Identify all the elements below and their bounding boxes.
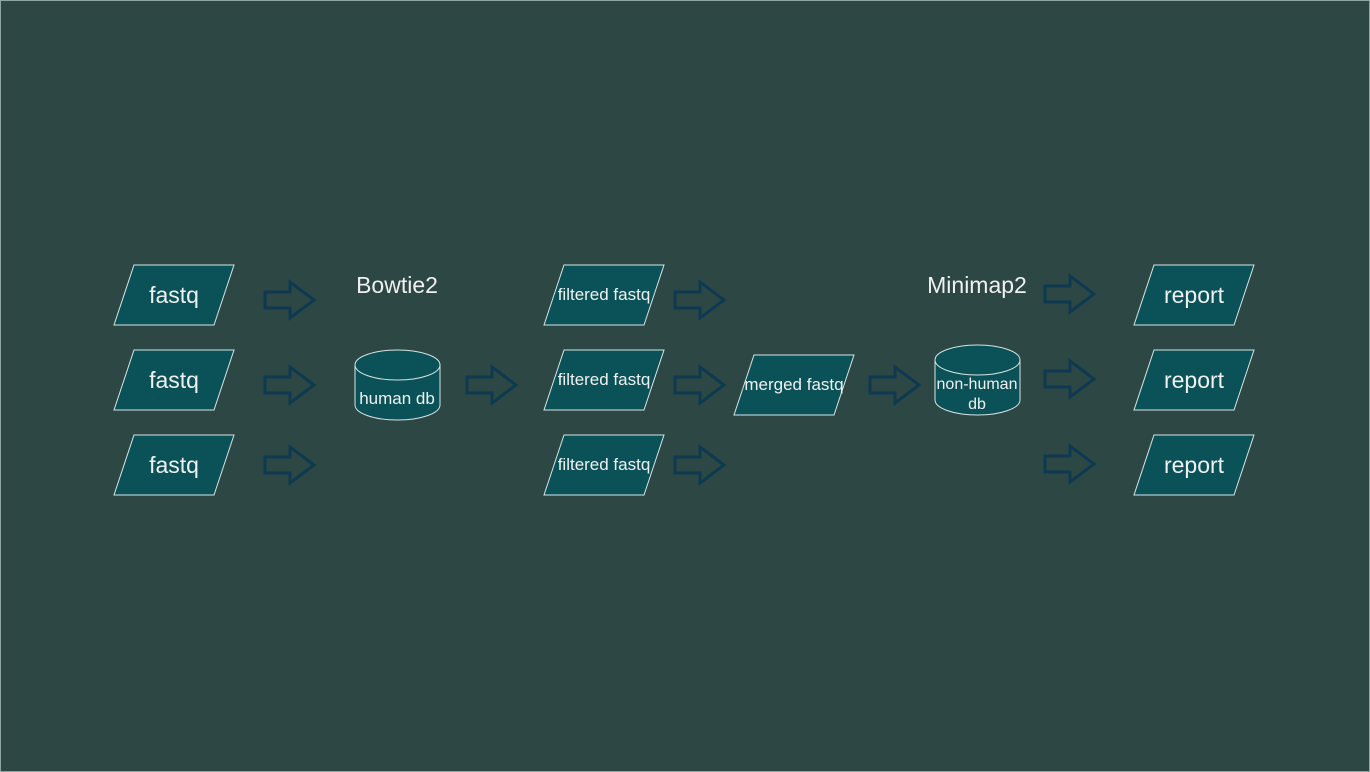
filtered-fastq-1: filtered fastq (543, 264, 665, 326)
merged-fastq-label: merged fastq (744, 375, 843, 394)
report-2-label: report (1164, 367, 1225, 393)
filtered-fastq-2: filtered fastq (543, 349, 665, 411)
arrow-right-icon (673, 364, 727, 406)
report-2: report (1133, 349, 1255, 411)
arrow-right-icon (1043, 443, 1097, 485)
arrow-right-icon (465, 364, 519, 406)
input-fastq-1: fastq (113, 264, 235, 326)
report-1: report (1133, 264, 1255, 326)
input-fastq-3-label: fastq (149, 452, 199, 478)
input-fastq-2-label: fastq (149, 367, 199, 393)
arrow-right-icon (673, 444, 727, 486)
bowtie2-label: Bowtie2 (356, 272, 438, 298)
arrow-right-icon (263, 279, 317, 321)
minimap2-label: Minimap2 (927, 272, 1027, 298)
arrow-right-icon (1043, 358, 1097, 400)
filtered-fastq-1-label: filtered fastq (558, 285, 651, 304)
input-fastq-2: fastq (113, 349, 235, 411)
arrow-right-icon (673, 279, 727, 321)
report-1-label: report (1164, 282, 1225, 308)
report-3: report (1133, 434, 1255, 496)
arrow-right-icon (1043, 273, 1097, 315)
filtered-fastq-2-label: filtered fastq (558, 370, 651, 389)
human-db-label: human db (359, 389, 435, 408)
merged-fastq: merged fastq (733, 354, 855, 416)
filtered-fastq-3-label: filtered fastq (558, 455, 651, 474)
report-3-label: report (1164, 452, 1225, 478)
input-fastq-1-label: fastq (149, 282, 199, 308)
non-human-db-cylinder: non-human db (934, 344, 1021, 416)
arrow-right-icon (263, 444, 317, 486)
human-db-cylinder: human db (354, 349, 441, 421)
non-human-db-label-line1: non-human (937, 376, 1018, 393)
arrow-right-icon (263, 364, 317, 406)
filtered-fastq-3: filtered fastq (543, 434, 665, 496)
non-human-db-label-line2: db (968, 396, 986, 413)
arrow-right-icon (868, 364, 922, 406)
input-fastq-3: fastq (113, 434, 235, 496)
